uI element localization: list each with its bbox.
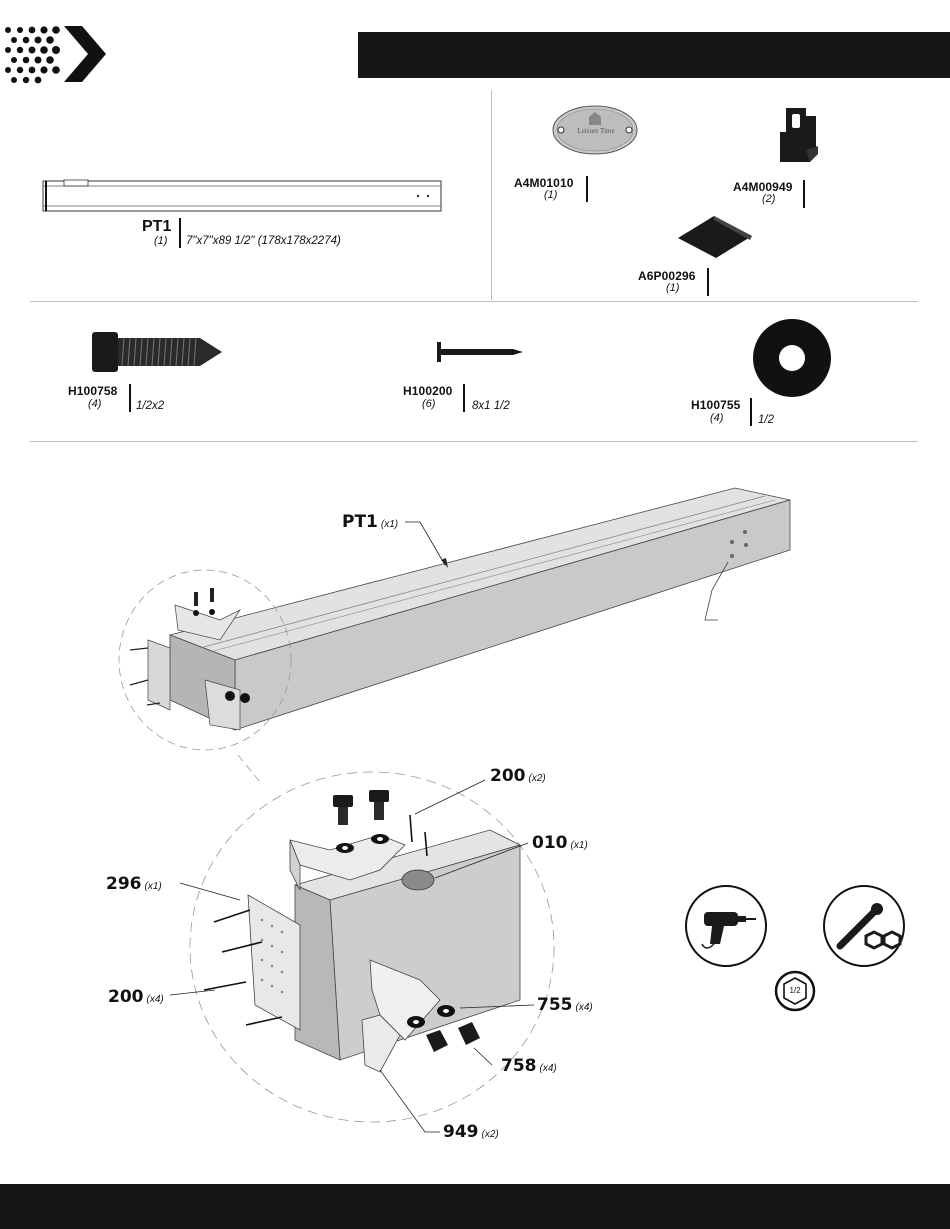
hw-spec-1: 1/2x2 [136,400,164,412]
post-icon [42,178,442,214]
callout-pt1: PT1(x1) [342,512,398,532]
post-drawing [42,178,442,214]
lag-bolt-icon [92,330,224,374]
header-title-bar [358,32,950,78]
post-spec: 7"x7"x89 1/2" (178x178x2274) [186,235,341,247]
callout-755: 755(x4) [537,995,593,1015]
hw-qty-2: (6) [422,398,435,410]
part-qty-1: (1) [544,189,557,201]
part-tick-2 [803,180,805,208]
post-qty: (1) [154,235,167,247]
callout-200-top: 200(x2) [490,766,546,786]
parts-divider-1 [30,301,918,302]
washer-icon [752,318,832,398]
drill-icon [684,884,768,968]
washer-drawing [752,318,832,398]
footer-bar [0,1184,950,1229]
plate-drawing [676,214,754,260]
wrench-nut-icon [822,884,906,968]
post-code: PT1 [142,218,171,236]
hw-tick-1 [129,384,131,412]
post-label-tick [179,218,181,248]
post-cap-plate-icon [676,214,754,260]
hw-qty-1: (4) [88,398,101,410]
part-code-3: A6P00296 [638,269,696,283]
hw-spec-2: 8x1 1/2 [472,400,510,412]
callout-949: 949(x2) [443,1122,499,1142]
parts-divider-vertical [491,90,492,300]
hw-tick-3 [750,398,752,426]
part-qty-2: (2) [762,193,775,205]
hw-code-3: H100755 [691,398,740,412]
chevron-logo-icon [0,22,110,88]
part-code-1: A4M01010 [514,176,574,190]
part-tick-1 [586,176,588,202]
screw-drawing [437,342,523,362]
hw-code-2: H100200 [403,384,452,398]
bracket-drawing [776,106,826,168]
part-tick-3 [707,268,709,296]
drill-tool [684,884,768,968]
callout-010: 010(x1) [532,833,588,853]
lag-bolt-drawing [92,330,224,374]
wrench-tool [822,884,906,968]
brand-logo [0,22,110,88]
socket-size: 1/2 [774,986,816,995]
callout-758: 758(x4) [501,1056,557,1076]
assembly-diagram [0,460,950,1160]
hw-spec-3: 1/2 [758,414,774,426]
part-code-2: A4M00949 [733,180,793,194]
callout-296: 296(x1) [106,874,162,894]
callout-200-side: 200(x4) [108,987,164,1007]
hw-tick-2 [463,384,465,412]
hardware-divider [30,441,918,442]
assembly-drawing [0,460,950,1160]
screw-icon [437,342,523,362]
bracket-icon [776,106,826,168]
badge-text: Leisure Time [566,127,626,135]
hw-code-1: H100758 [68,384,117,398]
hw-qty-3: (4) [710,412,723,424]
part-qty-3: (1) [666,282,679,294]
